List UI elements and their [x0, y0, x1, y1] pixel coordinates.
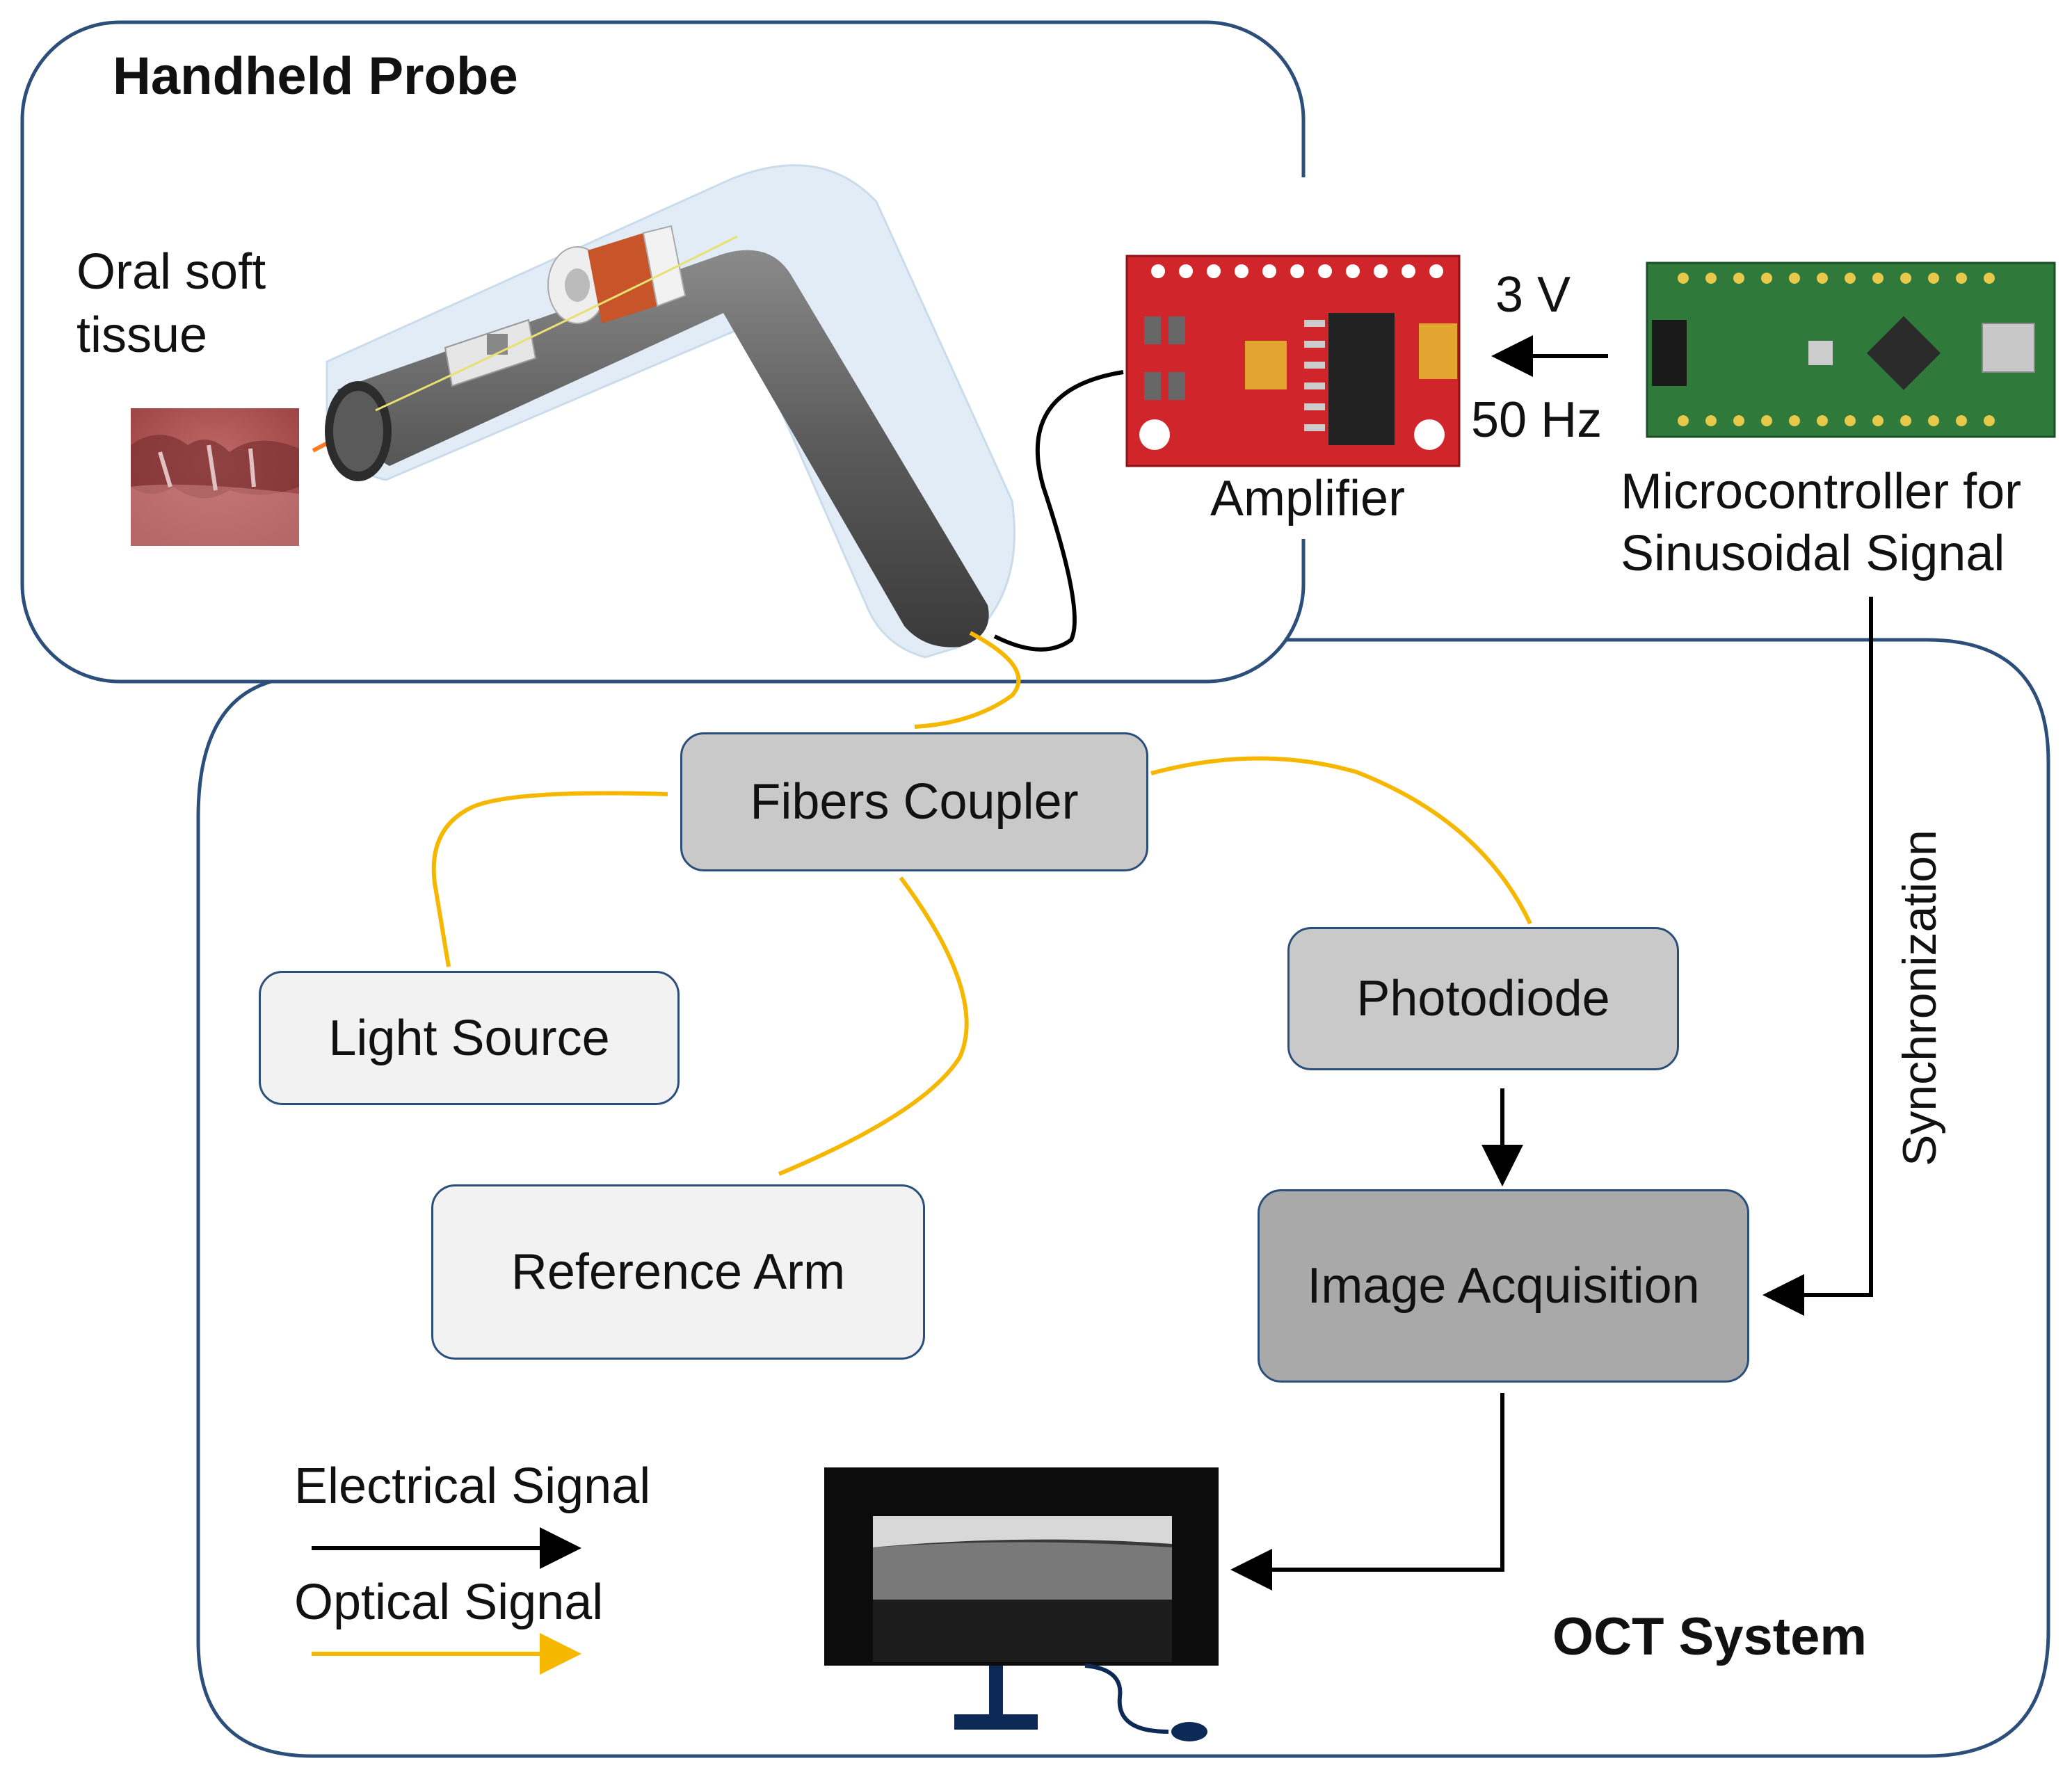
synchronization-label: Synchronization: [1893, 830, 1946, 1166]
fiber-coupler-to-light-source: [431, 791, 668, 967]
legend-optical-label: Optical Signal: [294, 1575, 604, 1630]
fiber-probe-to-coupler: [914, 631, 1021, 729]
fibers-coupler-box: Fibers Coupler: [680, 732, 1148, 871]
fiber-coupler-to-reference-arm: [778, 876, 969, 1176]
handheld-probe-title: Handheld Probe: [113, 47, 518, 106]
amplifier-label: Amplifier: [1210, 471, 1406, 526]
tissue-label-line1: Oral soft: [77, 244, 266, 300]
voltage-label: 3 V: [1495, 267, 1571, 323]
tissue-label-line2: tissue: [77, 307, 208, 363]
photodiode-box: Photodiode: [1287, 927, 1679, 1070]
reference-arm-label: Reference Arm: [511, 1244, 846, 1300]
light-source-box: Light Source: [259, 971, 680, 1105]
microcontroller-label-line2: Sinusoidal Signal: [1621, 526, 2005, 581]
probe-amplifier-cable: [993, 370, 1124, 652]
microcontroller-board: [1646, 261, 2056, 438]
light-source-label: Light Source: [328, 1010, 610, 1066]
microcontroller-label-line1: Microcontroller for: [1621, 464, 2022, 520]
oct-display-monitor: [824, 1467, 1219, 1741]
arrow-acquisition-to-display: [1230, 1393, 1504, 1591]
image-acquisition-label: Image Acquisition: [1307, 1258, 1700, 1314]
arrow-synchronization: [1762, 597, 1873, 1316]
legend-electrical-label: Electrical Signal: [294, 1458, 651, 1514]
oct-system-title: OCT System: [1552, 1607, 1867, 1666]
reference-arm-box: Reference Arm: [431, 1184, 925, 1360]
oct-system-frame: [196, 638, 2050, 1758]
frequency-label: 50 Hz: [1471, 392, 1603, 448]
image-acquisition-box: Image Acquisition: [1258, 1189, 1749, 1383]
photodiode-label: Photodiode: [1356, 971, 1610, 1027]
oral-tissue-image: [131, 408, 299, 546]
handheld-probe-illustration: [325, 164, 1015, 659]
fibers-coupler-label: Fibers Coupler: [750, 774, 1079, 830]
amplifier-board: [1125, 255, 1461, 467]
fiber-coupler-to-photodiode: [1150, 756, 1532, 925]
